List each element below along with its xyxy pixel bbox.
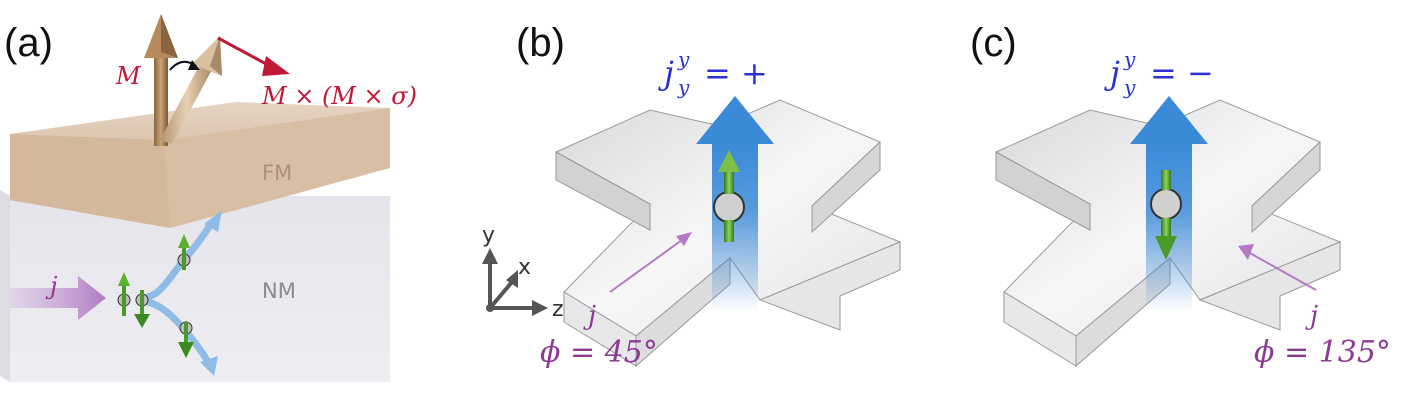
spin-current-subscript: y [1123, 75, 1136, 99]
spin-up-icon [178, 234, 190, 270]
spin-down-icon [1155, 170, 1177, 260]
electron-icon [713, 191, 745, 223]
panel-a-label: (a) [4, 21, 53, 65]
fm-layer-block [10, 102, 390, 228]
axis-y-label: y [482, 223, 495, 248]
magnetization-label: M [115, 62, 142, 90]
spin-up-icon [718, 150, 740, 242]
electron-icon [1150, 188, 1182, 220]
spin-current-equation-c: j y y = − [1104, 47, 1214, 99]
magnetization-arrow [144, 14, 178, 146]
spin-flow-down-head [200, 356, 218, 376]
fm-label: FM [262, 161, 292, 185]
torque-arrow [217, 36, 290, 76]
panel-a: (a) FM NM M [0, 14, 417, 382]
spin-current-superscript: y [1123, 47, 1136, 71]
axis-x-label: x [518, 255, 531, 280]
panel-b: (b) j ϕ = 45° j [482, 21, 902, 370]
spin-up-icon [118, 272, 130, 316]
panel-b-label: (b) [516, 21, 565, 65]
coordinate-axes [482, 248, 548, 316]
spin-current-equation-b: j y y = + [658, 47, 768, 99]
angle-label-b: ϕ = 45° [540, 335, 658, 370]
angle-label-c: ϕ = 135° [1254, 335, 1391, 370]
spin-current-symbol: j [1104, 54, 1120, 92]
spin-current-value: = − [1150, 54, 1214, 92]
axis-z-label: z [552, 297, 564, 322]
charge-current-arrow [10, 276, 106, 320]
spin-flow-up-head [204, 210, 222, 232]
current-direction-arrow-c [1238, 244, 1317, 291]
spin-current-symbol: j [658, 54, 674, 92]
spin-current-superscript: y [677, 47, 690, 71]
nm-label: NM [262, 279, 296, 303]
nm-layer-block [0, 190, 390, 382]
panel-c: (c) j ϕ = 135° j y y = [970, 21, 1391, 370]
spin-current-subscript: y [677, 75, 690, 99]
spin-down-icon [134, 290, 150, 328]
spin-current-value: = + [704, 54, 768, 92]
current-direction-arrow-b [609, 232, 692, 293]
rotation-arrow-head [188, 60, 200, 70]
current-label-c: j [1305, 301, 1318, 331]
tilted-magnetization-arrow [160, 36, 222, 144]
panel-c-label: (c) [970, 21, 1017, 65]
spin-down-icon [178, 322, 194, 358]
torque-label: M × (M × σ) [261, 82, 417, 110]
